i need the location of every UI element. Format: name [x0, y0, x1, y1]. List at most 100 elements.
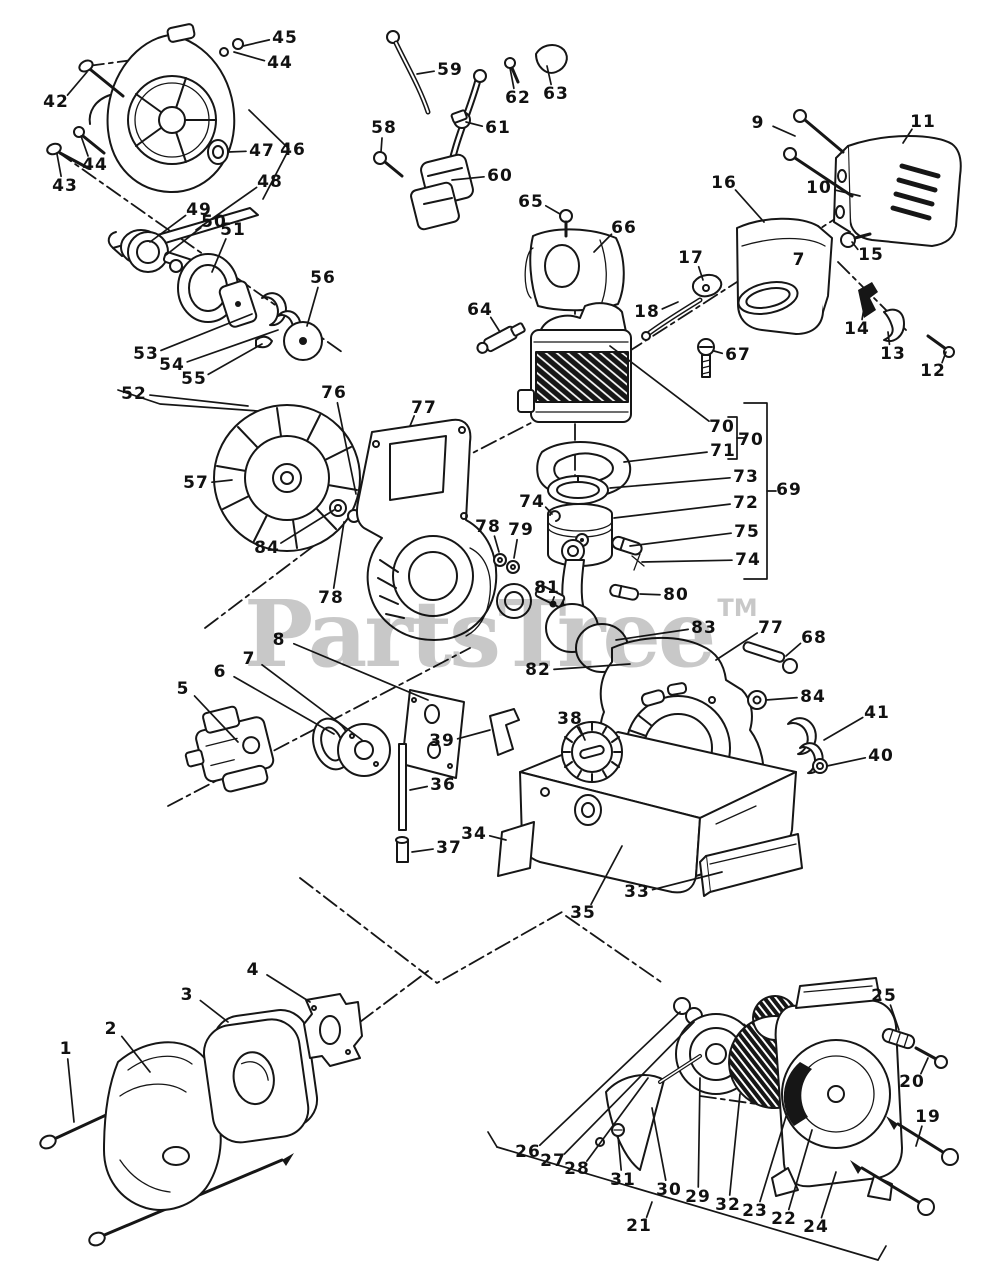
part-number-label: 64	[467, 300, 493, 320]
part-number-label: 10	[806, 178, 832, 198]
part-number-label: 29	[685, 1187, 711, 1207]
leader-line	[465, 121, 484, 128]
bracket-line-21	[487, 1131, 887, 1261]
screw-42	[78, 59, 125, 98]
part-number-label: 14	[844, 319, 870, 339]
leader-line	[280, 509, 335, 544]
leader-line	[615, 628, 689, 641]
leader-line	[456, 729, 491, 740]
mount-plate-8	[401, 689, 465, 779]
screw-67	[697, 338, 715, 378]
part-number-label: 79	[508, 520, 534, 540]
starter-bolts-19	[850, 1116, 959, 1216]
cable-swivel-61	[450, 109, 471, 129]
part-number-label: 13	[880, 344, 906, 364]
leader-line	[629, 532, 732, 547]
part-number-label: 84	[254, 538, 280, 558]
bolt-58	[373, 151, 404, 178]
part-number-label: 50	[201, 212, 227, 232]
leader-line	[833, 189, 861, 197]
choke-rod-18	[641, 297, 703, 341]
part-number-label: 15	[858, 245, 884, 265]
part-number-label: 70	[738, 430, 764, 450]
muffler-body	[736, 217, 833, 335]
leader-line	[661, 301, 679, 310]
leader-line	[211, 479, 233, 484]
part-number-label: 54	[159, 355, 185, 375]
rod-68	[742, 641, 798, 674]
leader-line	[734, 189, 765, 223]
leader-line	[553, 663, 631, 671]
part-number-label: 7	[243, 649, 256, 669]
carburetor	[184, 705, 275, 793]
piston-pin	[611, 535, 643, 556]
spacer-39	[489, 708, 520, 756]
leader-line	[544, 204, 561, 215]
leader-line	[578, 726, 586, 741]
leader-line	[292, 642, 429, 701]
starter-housing	[771, 977, 903, 1201]
piston-ring	[547, 475, 609, 505]
leader-line	[609, 476, 731, 489]
leader-line	[160, 313, 253, 352]
part-number-label: 74	[735, 550, 761, 570]
leader-line	[609, 345, 710, 422]
part-number-label: 28	[564, 1159, 590, 1179]
part-number-label: 66	[611, 218, 637, 238]
part-number-label: 31	[610, 1170, 636, 1190]
part-number-label: 7	[793, 250, 806, 270]
bracket-69	[743, 402, 777, 580]
air-filter-plate	[303, 993, 363, 1067]
leader-line	[787, 1129, 813, 1211]
part-number-label: 45	[272, 28, 298, 48]
leader-line	[941, 351, 947, 364]
leader-line	[489, 316, 501, 333]
fuel-filter-37	[395, 836, 409, 863]
leader-line	[915, 1125, 923, 1147]
part-number-label: 55	[181, 369, 207, 389]
part-number-label: 43	[52, 176, 78, 196]
leader-line	[409, 415, 416, 427]
tank-pad-34	[497, 821, 535, 877]
leader-line	[546, 65, 552, 86]
part-number-label: 82	[525, 660, 551, 680]
part-number-label: 36	[430, 775, 456, 795]
leader-line	[563, 1021, 695, 1155]
bolt-44-lower	[73, 126, 106, 155]
leader-line	[544, 506, 553, 515]
fuel-tube-36	[398, 743, 407, 831]
part-number-label: 11	[910, 112, 936, 132]
leader-line	[715, 632, 759, 661]
bolt-43	[46, 142, 90, 170]
part-number-label: 44	[82, 155, 108, 175]
part-number-label: 47	[249, 141, 275, 161]
part-number-label: 17	[678, 248, 704, 268]
nut-40	[812, 758, 828, 774]
cylinder-shield	[524, 228, 625, 312]
bracket-52	[117, 389, 301, 415]
part-number-label: 1	[60, 1039, 73, 1059]
part-number-label: 24	[803, 1217, 829, 1237]
part-number-label: 67	[725, 345, 751, 365]
part-number-label: 71	[710, 441, 736, 461]
leader-line	[56, 153, 62, 178]
leader-line	[66, 71, 88, 96]
leader-line	[380, 137, 383, 153]
part-number-label: 33	[624, 882, 650, 902]
part-number-label: 56	[310, 268, 336, 288]
throttle-cable	[386, 30, 487, 184]
crankcase-left	[355, 418, 520, 641]
air-filter-cover	[103, 1041, 222, 1211]
screw-12	[926, 334, 955, 358]
part-number-label: 74	[519, 492, 545, 512]
part-number-label: 75	[734, 522, 760, 542]
tank-pad-33	[699, 833, 803, 897]
leader-line	[826, 756, 867, 767]
part-number-label: 81	[534, 578, 560, 598]
part-number-label: 27	[540, 1151, 566, 1171]
part-number-label: 32	[715, 1195, 741, 1215]
leader-line	[639, 593, 661, 596]
